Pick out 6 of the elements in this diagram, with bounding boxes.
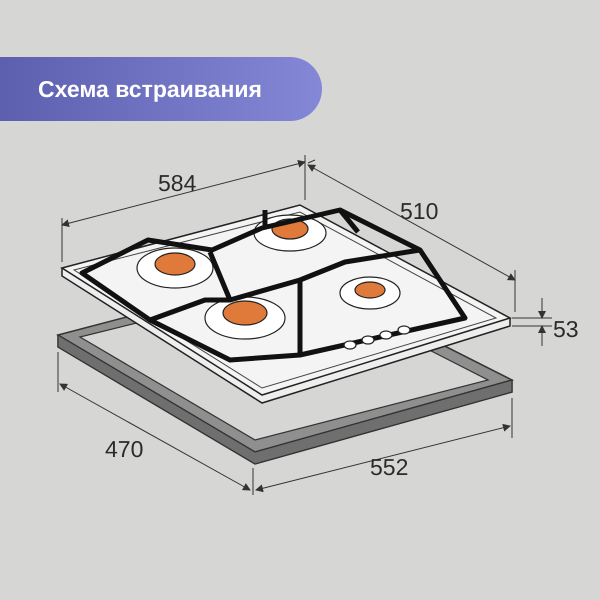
dimension-label: 552	[370, 456, 408, 479]
title-banner: Схема встраивания	[0, 57, 322, 121]
dimension-label: 510	[400, 200, 438, 223]
dimension-label: 584	[158, 172, 196, 195]
dimension-label: 470	[105, 438, 144, 461]
dimension-label: 53	[553, 318, 579, 341]
